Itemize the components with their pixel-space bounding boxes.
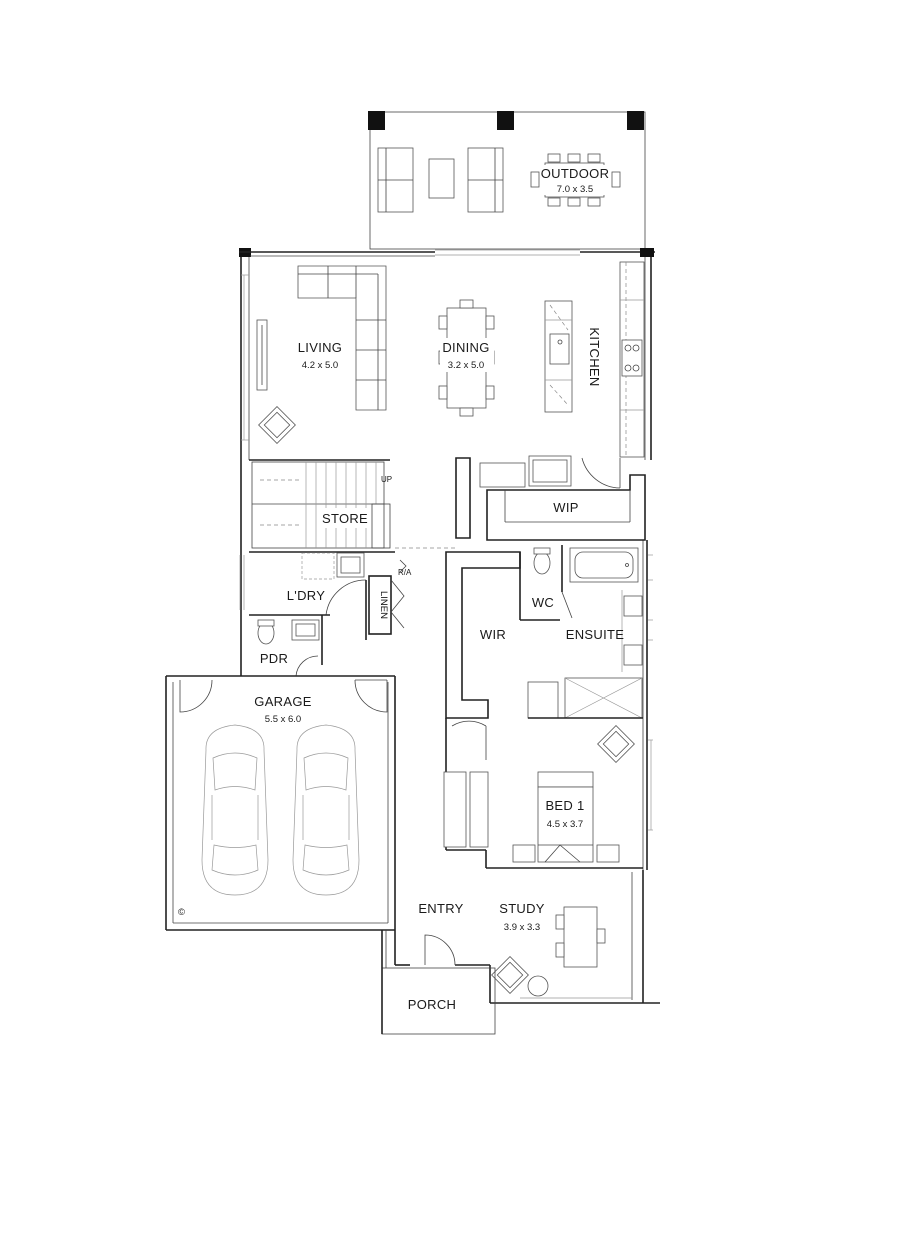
kitchen: KITCHEN — [544, 261, 645, 458]
ensuite-label: ENSUITE — [566, 627, 624, 642]
exterior-walls — [239, 248, 660, 1004]
pdr-label: PDR — [260, 651, 288, 666]
outdoor-area: OUTDOOR 7.0 x 3.5 — [368, 111, 646, 250]
study-label: STUDY — [499, 901, 545, 916]
walk-in-pantry: WIP — [455, 455, 646, 541]
outdoor-post-mid — [497, 111, 514, 130]
garage: GARAGE 5.5 x 6.0 © — [165, 675, 396, 931]
outdoor-post-left — [368, 111, 385, 130]
laundry: L'DRY — [239, 547, 455, 640]
outdoor-sofa-right — [467, 147, 504, 213]
living-armchair — [258, 406, 296, 444]
wc-label: WC — [532, 595, 554, 610]
living-room: LIVING 4.2 x 5.0 — [256, 265, 387, 444]
kitchen-label: KITCHEN — [587, 327, 602, 386]
outdoor-size: 7.0 x 3.5 — [557, 184, 593, 195]
ensuite: ENSUITE — [527, 547, 643, 719]
stair-up-label: UP — [381, 475, 392, 484]
laundry-label: L'DRY — [287, 588, 325, 603]
side-table — [527, 975, 549, 997]
powder-room: PDR — [257, 615, 323, 677]
bed1-size: 4.5 x 3.7 — [547, 819, 583, 830]
porch-label: PORCH — [408, 997, 456, 1012]
dining-size: 3.2 x 5.0 — [448, 360, 484, 371]
wip-label: WIP — [553, 500, 578, 515]
garage-size: 5.5 x 6.0 — [265, 714, 301, 725]
return-air-label: R/A — [398, 568, 412, 577]
kitchen-island — [544, 300, 573, 413]
outdoor-sofa-left — [377, 147, 414, 213]
entry-and-study: ENTRY STUDY 3.9 x 3.3 — [394, 901, 643, 1004]
bedroom-armchair — [597, 725, 635, 763]
linen-cupboard: LINEN R/A — [368, 559, 412, 635]
study-desk — [555, 906, 606, 968]
kitchen-bench — [619, 261, 645, 458]
car-right — [292, 724, 360, 896]
living-label: LIVING — [298, 340, 342, 355]
staircase: UP STORE — [249, 459, 392, 549]
living-size: 4.2 x 5.0 — [302, 360, 338, 371]
porch: PORCH — [381, 930, 496, 1035]
wir-label: WIR — [480, 627, 506, 642]
bed1-label: BED 1 — [545, 798, 584, 813]
living-sofa — [297, 265, 387, 411]
linen-label: LINEN — [378, 591, 389, 619]
store-label: STORE — [322, 511, 368, 526]
outdoor-label: OUTDOOR — [541, 166, 610, 181]
outdoor-coffee-table — [428, 158, 455, 199]
dining-room: DINING 3.2 x 5.0 — [438, 299, 495, 417]
garage-label: GARAGE — [254, 694, 311, 709]
dining-label: DINING — [442, 340, 489, 355]
bedroom-1: BED 1 4.5 x 3.7 — [443, 725, 643, 869]
study-armchair — [491, 956, 529, 994]
wc: WC — [520, 545, 573, 621]
copyright-mark: © — [178, 907, 185, 918]
outdoor-post-right — [627, 111, 644, 130]
study-size: 3.9 x 3.3 — [504, 922, 540, 933]
car-left — [201, 724, 269, 896]
entry-label: ENTRY — [418, 901, 463, 916]
